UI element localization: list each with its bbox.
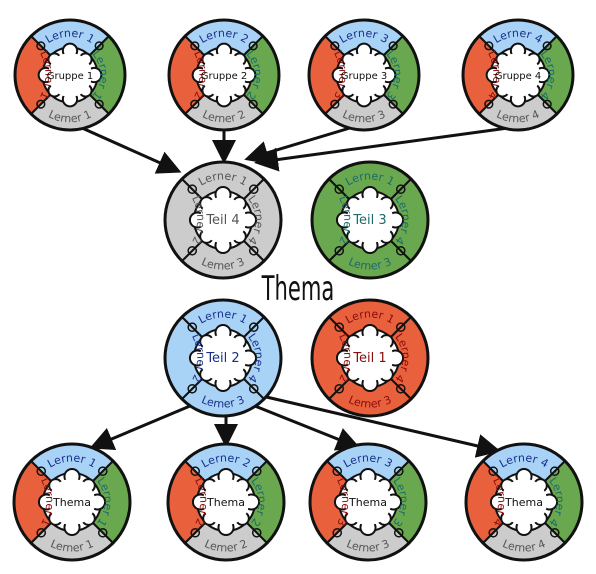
group-2-center-label: Gruppe 2 bbox=[201, 71, 248, 82]
part-4-center-label: Teil 1 bbox=[352, 351, 386, 366]
main-title: Thema bbox=[261, 269, 334, 309]
thema-2-center-label: Thema bbox=[206, 496, 245, 509]
part-2-center-label: Teil 3 bbox=[352, 213, 386, 228]
group-4-center-label: Gruppe 4 bbox=[495, 71, 542, 82]
arrow-5 bbox=[95, 406, 190, 446]
part-1-center-label: Teil 4 bbox=[205, 213, 239, 228]
thema-4-center-label: Thema bbox=[504, 496, 543, 509]
thema-1-center-label: Thema bbox=[52, 496, 91, 509]
part-3-center-label: Teil 2 bbox=[205, 351, 239, 366]
group-3-center-label: Gruppe 3 bbox=[341, 71, 388, 82]
group-1-center-label: Gruppe 1 bbox=[47, 71, 94, 82]
arrow-7 bbox=[250, 404, 355, 446]
arrow-1 bbox=[82, 128, 176, 170]
arrow-3 bbox=[250, 128, 350, 158]
thema-3-center-label: Thema bbox=[348, 496, 387, 509]
